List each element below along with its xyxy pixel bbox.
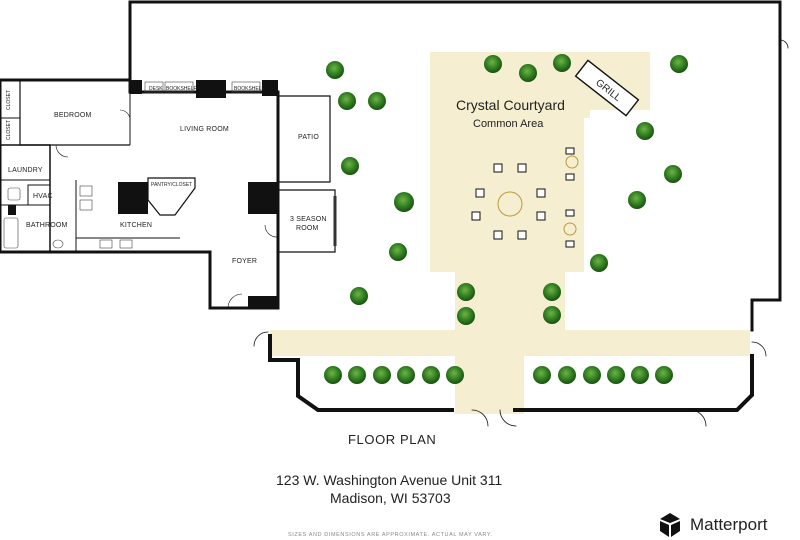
tree (558, 366, 576, 384)
floor-plan-title: FLOOR PLAN (348, 432, 437, 447)
courtyard-title: Crystal Courtyard (456, 97, 565, 113)
courtyard-trees (324, 54, 688, 384)
tree (533, 366, 551, 384)
unit-room-labels: BEDROOM CLOSET CLOSET LAUNDRY HVAC BATHR… (6, 86, 327, 265)
tree (543, 283, 561, 301)
room-label-closet-1: CLOSET (6, 90, 12, 110)
tree (583, 366, 601, 384)
tree (457, 283, 475, 301)
room-label-laundry: LAUNDRY (8, 167, 43, 174)
fixtures (3, 81, 261, 249)
room-label-living-room: LIVING ROOM (180, 126, 229, 133)
outer-walls (128, 0, 789, 427)
room-label-patio: PATIO (298, 134, 319, 141)
brand-logo: Matterport (656, 511, 767, 539)
matterport-logo-icon (660, 513, 680, 537)
tree (655, 366, 673, 384)
tree (373, 366, 391, 384)
tree (670, 55, 688, 73)
tree (350, 287, 368, 305)
tree (341, 157, 359, 175)
furniture-label-bookshelf-2: BOOKSHELF (234, 86, 265, 92)
room-label-closet-2: CLOSET (6, 120, 12, 140)
furniture-label-bookshelf-1: BOOKSHELF (166, 86, 197, 92)
tree (348, 366, 366, 384)
tree (543, 306, 561, 324)
courtyard-subtitle: Common Area (473, 118, 544, 130)
tree (607, 366, 625, 384)
room-label-3-season-line-2: ROOM (296, 225, 319, 232)
room-label-bathroom: BATHROOM (26, 222, 68, 229)
tree (631, 366, 649, 384)
tree (457, 307, 475, 325)
tree (636, 122, 654, 140)
tree (628, 191, 646, 209)
address-line-2: Madison, WI 53703 (330, 490, 451, 506)
structural-columns (8, 80, 278, 308)
furniture-label-desk: DESK (149, 86, 163, 92)
room-label-3-season-line-1: 3 SEASON (290, 216, 327, 223)
room-label-kitchen: KITCHEN (120, 222, 152, 229)
room-label-hvac: HVAC (33, 193, 53, 200)
tree (394, 192, 414, 212)
courtyard-labels: Crystal Courtyard Common Area (456, 97, 565, 130)
brand-name: Matterport (690, 515, 768, 534)
tree (389, 243, 407, 261)
address-line-1: 123 W. Washington Avenue Unit 311 (276, 472, 503, 488)
room-label-foyer: FOYER (232, 258, 257, 265)
tree (519, 64, 537, 82)
tree (338, 92, 356, 110)
tree (553, 54, 571, 72)
tree (326, 61, 344, 79)
grill: GRILL (574, 59, 640, 117)
courtyard-furniture (471, 147, 579, 248)
disclaimer: SIZES AND DIMENSIONS ARE APPROXIMATE. AC… (288, 532, 493, 538)
tree (484, 55, 502, 73)
courtyard-area (270, 52, 750, 414)
tree (368, 92, 386, 110)
tree (397, 366, 415, 384)
tree (590, 254, 608, 272)
room-label-bedroom: BEDROOM (54, 112, 92, 119)
tree (664, 165, 682, 183)
tree (324, 366, 342, 384)
tree (422, 366, 440, 384)
tree (446, 366, 464, 384)
room-label-pantry: PANTRY/CLOSET (151, 182, 192, 188)
